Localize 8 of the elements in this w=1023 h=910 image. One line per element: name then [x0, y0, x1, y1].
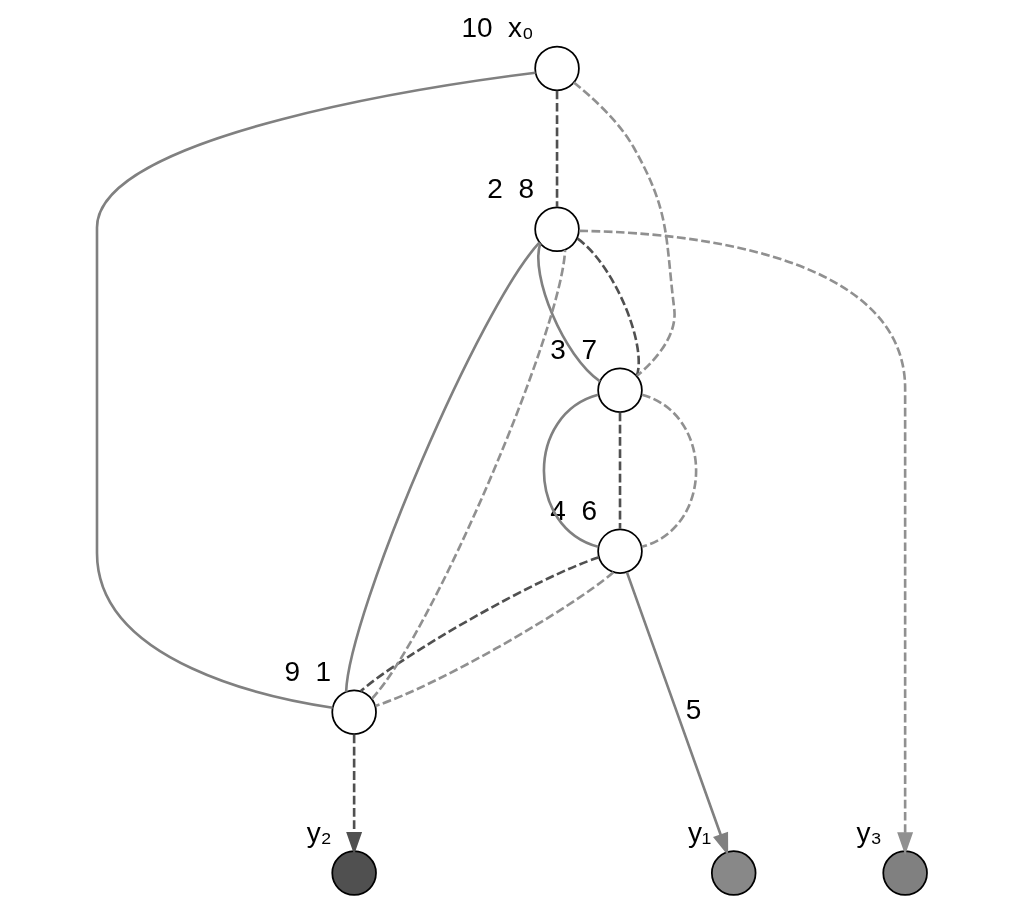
- node-label: y₁: [687, 817, 711, 849]
- node-label: 9 1: [283, 656, 331, 688]
- node-label: 2 8: [486, 173, 534, 205]
- node-label: y₃: [856, 817, 882, 849]
- edge-label: 5: [685, 693, 701, 725]
- node-label: y₂: [306, 817, 332, 849]
- node-label: 3 7: [549, 334, 597, 366]
- node-label: 10 x₀: [460, 12, 534, 44]
